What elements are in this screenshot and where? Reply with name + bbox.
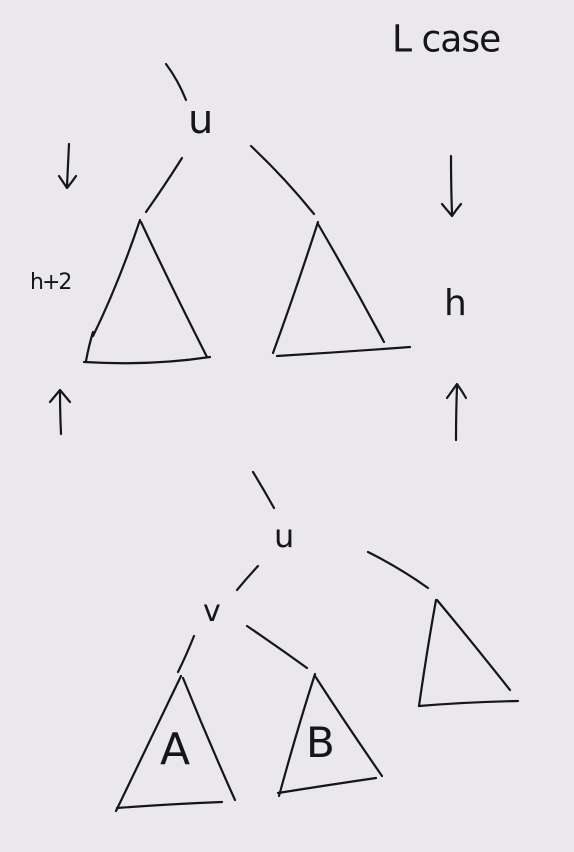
edge-u-right-bottom xyxy=(366,550,430,590)
right-subtree-triangle-bottom xyxy=(417,598,520,708)
root-node-u: u xyxy=(188,97,214,143)
edge-u-right xyxy=(249,144,316,216)
down-arrow-left xyxy=(57,142,78,190)
root-incoming-edge xyxy=(164,62,188,102)
left-height-label: h+2 xyxy=(30,270,72,295)
diagram-title: L case xyxy=(392,17,501,61)
edge-u-v xyxy=(235,564,260,592)
subtree-a-label: A xyxy=(160,724,191,775)
edge-u-left xyxy=(144,156,184,214)
subtree-b-label: B xyxy=(306,718,335,767)
subtree-b-triangle xyxy=(276,672,384,798)
down-arrow-right xyxy=(440,154,463,218)
subtree-a-triangle xyxy=(114,674,237,813)
bottom-root-node-u: u xyxy=(274,517,295,555)
right-height-label: h xyxy=(444,283,467,324)
right-subtree-triangle xyxy=(271,220,412,358)
bottom-root-incoming-edge xyxy=(251,470,276,510)
edge-v-a xyxy=(176,634,196,674)
node-v: v xyxy=(203,594,221,629)
edge-v-b xyxy=(245,624,309,670)
up-arrow-left xyxy=(48,388,72,436)
up-arrow-right xyxy=(445,382,468,442)
left-subtree-triangle xyxy=(82,218,212,365)
